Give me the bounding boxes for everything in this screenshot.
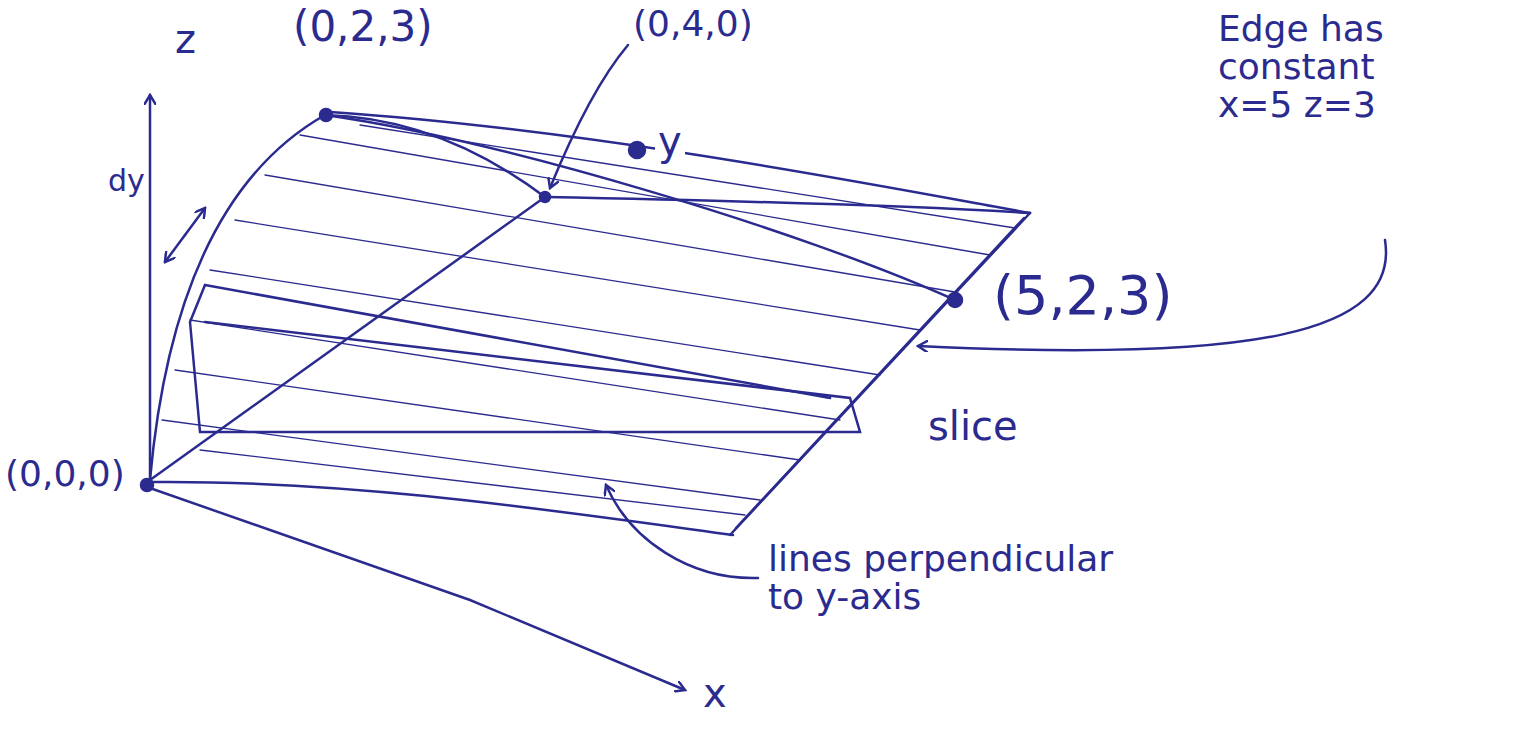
point-label: (5,2,3) xyxy=(990,268,1176,325)
axis-label: x xyxy=(700,672,730,714)
point-label: (0,2,3) xyxy=(290,5,436,49)
axis-label: y xyxy=(655,120,685,162)
point-label: (0,0,0) xyxy=(2,455,128,493)
note-label: lines perpendicular to y-axis xyxy=(765,540,1141,616)
axis-label: z xyxy=(172,18,199,60)
note-label: Edge has constant x=5 z=3 xyxy=(1215,10,1406,123)
point-label: (0,4,0) xyxy=(630,5,756,43)
slice-label: slice xyxy=(925,405,1021,447)
differential-label: dy xyxy=(105,165,148,197)
